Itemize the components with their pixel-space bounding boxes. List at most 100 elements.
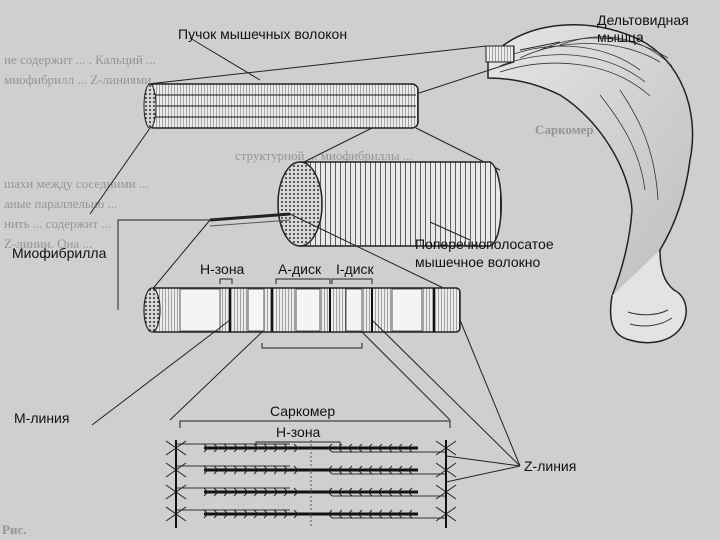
label-leaders <box>91 37 521 483</box>
myosin-head <box>337 443 343 453</box>
myosin-head <box>387 443 393 453</box>
myosin-head <box>367 487 373 497</box>
background-text-heading: Саркомер <box>535 122 594 137</box>
striated-muscle-fiber <box>209 161 502 247</box>
myosin-head <box>397 487 403 497</box>
label-h-zone-top: Н-зона <box>200 261 245 277</box>
myosin-head <box>233 509 239 519</box>
myosin-head <box>347 443 353 453</box>
myosin-head <box>233 443 239 453</box>
myosin-head <box>263 487 269 497</box>
myosin-head <box>243 487 249 497</box>
band-brackets <box>219 278 373 349</box>
label-m-line: М-линия <box>14 410 70 426</box>
myosin-head <box>347 465 353 475</box>
myosin-head <box>223 465 229 475</box>
myosin-head <box>213 487 219 497</box>
label-a-disc: А-диск <box>278 261 322 277</box>
background-text-line: структурной ... миофибриллы ... <box>235 148 413 163</box>
myosin-head <box>253 465 259 475</box>
label-i-disc: I-диск <box>336 261 374 277</box>
myosin-head <box>293 487 299 497</box>
myosin-head <box>293 443 299 453</box>
myosin-head <box>377 487 383 497</box>
background-text-line: шахи между соседними ... <box>4 176 149 191</box>
label-myofibril: Миофибрилла <box>12 245 107 261</box>
myosin-head <box>397 509 403 519</box>
myosin-head <box>203 443 209 453</box>
label-striated-fiber-line1: Поперечнополосатое <box>415 236 554 252</box>
myosin-head <box>213 465 219 475</box>
background-text-line: Z-линии. Она ... <box>4 236 93 251</box>
myosin-head <box>327 465 333 475</box>
myosin-head <box>213 443 219 453</box>
myosin-head <box>407 465 413 475</box>
background-text-line: аные параллельно ... <box>4 196 118 211</box>
myosin-head <box>223 443 229 453</box>
myosin-head <box>233 465 239 475</box>
label-fiber-bundle: Пучок мышечных волокон <box>178 26 348 42</box>
myosin-head <box>233 487 239 497</box>
myosin-head <box>357 443 363 453</box>
myosin-head <box>337 465 343 475</box>
myosin-head <box>223 487 229 497</box>
myosin-head <box>203 487 209 497</box>
myosin-head <box>273 487 279 497</box>
label-z-line: Z-линия <box>524 458 577 474</box>
myosin-head <box>273 465 279 475</box>
myofibril <box>143 287 461 333</box>
myosin-head <box>263 509 269 519</box>
background-text-line: не содержит ... . Кальций ... <box>4 52 156 67</box>
deltoid-muscle-fibers <box>499 36 673 201</box>
muscle-fiber-bundle <box>89 83 501 215</box>
myosin-head <box>263 465 269 475</box>
myosin-head <box>407 487 413 497</box>
myosin-head <box>203 509 209 519</box>
sarcomere-filaments <box>165 420 457 528</box>
myosin-head <box>263 443 269 453</box>
myosin-head <box>223 509 229 519</box>
myosin-head <box>337 487 343 497</box>
myosin-head <box>273 443 279 453</box>
label-deltoid-line2: мышца <box>597 29 644 45</box>
extracted-bundle <box>147 45 515 97</box>
myosin-head <box>327 443 333 453</box>
myosin-head <box>293 465 299 475</box>
myosin-head <box>367 465 373 475</box>
label-sarcomere: Саркомер <box>270 403 336 419</box>
myosin-head <box>357 465 363 475</box>
myosin-head <box>213 509 219 519</box>
myosin-head <box>337 509 343 519</box>
myosin-head <box>387 487 393 497</box>
myosin-head <box>273 509 279 519</box>
myosin-head <box>327 487 333 497</box>
myosin-head <box>283 465 289 475</box>
myosin-head <box>377 443 383 453</box>
label-h-zone-sarcomere: Н-зона <box>276 424 321 440</box>
myosin-head <box>407 443 413 453</box>
myosin-head <box>253 443 259 453</box>
myosin-head <box>357 509 363 519</box>
myosin-head <box>377 509 383 519</box>
myosin-head <box>387 465 393 475</box>
myosin-head <box>347 509 353 519</box>
label-deltoid-line1: Дельтовидная <box>597 12 689 28</box>
myosin-head <box>293 509 299 519</box>
myosin-head <box>377 465 383 475</box>
myosin-head <box>367 443 373 453</box>
myosin-head <box>253 509 259 519</box>
myosin-head <box>253 487 259 497</box>
myosin-head <box>397 443 403 453</box>
myosin-head <box>397 465 403 475</box>
myosin-head <box>283 487 289 497</box>
myosin-head <box>203 465 209 475</box>
myosin-head <box>283 443 289 453</box>
myosin-head <box>243 509 249 519</box>
myosin-head <box>243 443 249 453</box>
background-text-line: миофибрилл ... Z-линиями ... <box>4 72 165 87</box>
background-text-line: Рис. <box>2 522 27 537</box>
myosin-head <box>243 465 249 475</box>
background-text-line: нить ... содержит ... <box>4 216 112 231</box>
